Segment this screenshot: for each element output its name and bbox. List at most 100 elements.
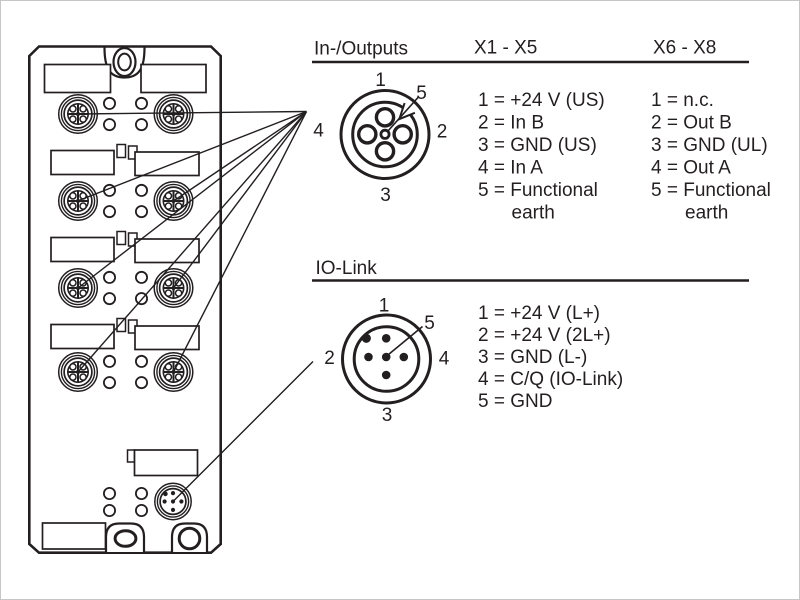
m12-port-2 <box>153 93 194 135</box>
mounting-hole-right <box>177 526 202 551</box>
heading-io-link: IO-Link <box>316 258 378 279</box>
led-indicator <box>134 96 149 110</box>
heading-inputs-outputs: In-/Outputs <box>314 39 408 60</box>
keying-pin <box>361 333 371 343</box>
pin-3-hole <box>374 140 396 162</box>
assignment-line: 2 = +24 V (2L+) <box>478 325 611 346</box>
leader-line <box>77 110 307 202</box>
led-indicator <box>103 205 116 219</box>
pin-label-5: 5 <box>416 83 427 104</box>
assignment-line: 4 = C/Q (IO-Link) <box>478 369 623 390</box>
led-indicator <box>103 118 116 132</box>
leader-line <box>77 110 307 289</box>
section-io-link: IO-Link 1 5 2 4 3 1 = +24 V (L+) 2 = +24… <box>312 258 749 426</box>
assignment-line: 5 = Functional <box>478 180 598 201</box>
leader-line <box>77 110 307 115</box>
pin-label-3: 3 <box>380 185 391 206</box>
led-indicator <box>103 354 116 368</box>
pin-3-dot <box>381 370 391 380</box>
led-indicator <box>103 486 116 501</box>
pin-label-3: 3 <box>382 405 393 426</box>
pin-2-dot <box>364 352 373 362</box>
pin-1-hole <box>374 107 396 128</box>
assignment-line: 2 = In B <box>478 113 544 134</box>
pin-label-2: 2 <box>437 122 448 143</box>
assignment-line: 3 = GND (UL) <box>651 135 768 156</box>
assignment-line: 1 = +24 V (US) <box>478 90 605 111</box>
assignment-line: earth <box>512 203 555 224</box>
device-body <box>28 45 222 554</box>
label-plate <box>43 63 112 94</box>
led-indicator <box>103 376 116 390</box>
label-plate <box>50 149 115 176</box>
mounting-slot-top <box>103 47 146 79</box>
assignment-line: 4 = Out A <box>651 158 731 179</box>
pin-label-4: 4 <box>313 121 324 142</box>
assignment-line: 3 = GND (L-) <box>478 347 587 368</box>
pin-1-dot <box>381 334 391 343</box>
pin-assignment-x1-x5: 1 = +24 V (US) 2 = In B 3 = GND (US) 4 =… <box>478 90 605 224</box>
led-indicator <box>134 376 149 390</box>
assignment-line: 3 = GND (US) <box>478 135 597 156</box>
led-indicator <box>134 354 149 368</box>
label-plate-tab <box>116 317 127 333</box>
assignment-line: earth <box>685 203 728 224</box>
label-plate-tab <box>116 143 127 159</box>
led-indicator <box>103 292 116 306</box>
led-indicator <box>134 205 149 219</box>
pin-label-1: 1 <box>375 70 386 91</box>
assignment-line: 1 = n.c. <box>651 90 714 111</box>
assignment-line: 5 = Functional <box>651 180 771 201</box>
leader-line-io-link <box>172 361 314 502</box>
mounting-hole-top-inner <box>117 52 132 72</box>
assignment-line: 1 = +24 V (L+) <box>478 303 600 324</box>
led-indicator <box>103 503 116 517</box>
label-plate-tab <box>126 449 136 463</box>
pin-2-hole <box>392 124 414 145</box>
pin-label-1: 1 <box>379 296 390 317</box>
pin-assignment-io-link: 1 = +24 V (L+) 2 = +24 V (2L+) 3 = GND (… <box>478 303 623 412</box>
assignment-line: 5 = GND <box>478 391 552 412</box>
leader-line <box>172 111 308 373</box>
label-plate <box>134 238 200 264</box>
pin-5-pointer <box>386 96 419 133</box>
led-indicator <box>134 270 149 284</box>
pin-5-hole <box>379 128 391 140</box>
label-plate <box>50 236 115 263</box>
pin-label-4: 4 <box>439 349 450 370</box>
leader-line <box>172 111 308 289</box>
label-plate <box>134 151 200 177</box>
label-plate <box>134 325 200 351</box>
led-indicator <box>103 96 116 110</box>
device-drawing <box>28 45 222 554</box>
pin-assignment-x6-x8: 1 = n.c. 2 = Out B 3 = GND (UL) 4 = Out … <box>651 90 771 224</box>
pin-label-2: 2 <box>324 348 335 369</box>
led-indicator <box>134 503 149 517</box>
leader-line <box>173 110 307 202</box>
label-plate-tab <box>116 230 127 246</box>
column-header-x6-x8: X6 - X8 <box>653 38 716 59</box>
pin-label-5: 5 <box>424 313 435 334</box>
column-header-x1-x5: X1 - X5 <box>474 38 537 59</box>
led-indicator <box>134 486 149 501</box>
leader-lines <box>77 110 314 502</box>
pin-4-dot <box>399 352 409 362</box>
led-indicator <box>103 270 116 284</box>
pinout-diagram-io-link: 1 5 2 4 3 <box>324 296 450 427</box>
pinout-diagram-inputs-outputs: 1 5 4 2 3 <box>313 70 447 206</box>
label-plate <box>140 63 207 94</box>
assignment-line: 4 = In A <box>478 158 543 179</box>
led-indicator <box>134 118 149 132</box>
pin-5-pointer <box>387 325 424 356</box>
mounting-hole-left <box>113 529 138 548</box>
section-inputs-outputs: In-/Outputs X1 - X5 X6 - X8 1 5 4 2 3 1 … <box>312 38 771 224</box>
pin-4-hole <box>356 124 378 145</box>
pin-5-dot <box>381 352 391 362</box>
led-indicator <box>134 183 149 197</box>
leader-line <box>77 111 308 373</box>
assignment-line: 2 = Out B <box>651 113 732 134</box>
label-plate <box>41 522 107 550</box>
label-plate <box>133 449 199 477</box>
